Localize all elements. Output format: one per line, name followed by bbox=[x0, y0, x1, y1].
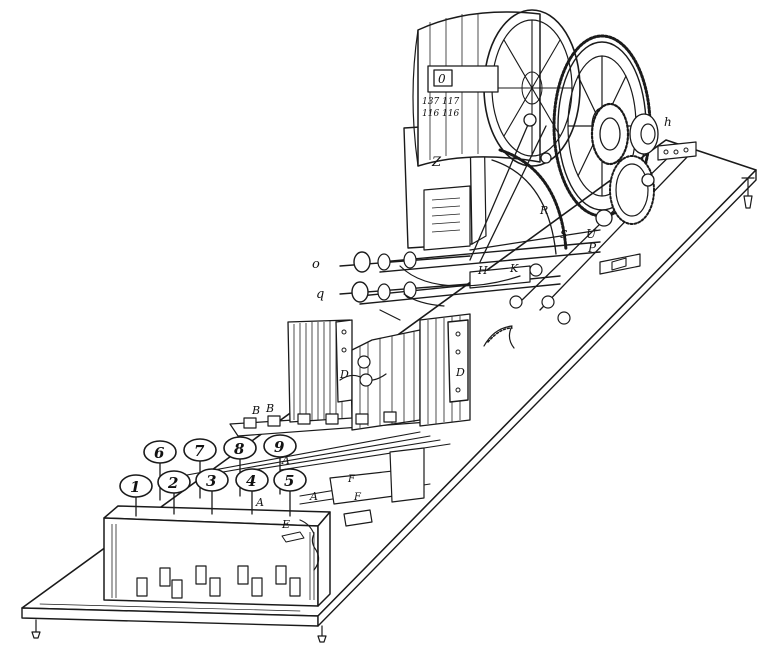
key-8-label: 8 bbox=[234, 440, 245, 458]
rear-frame bbox=[359, 115, 697, 311]
label-z: Z bbox=[431, 155, 442, 170]
label-p: P bbox=[587, 241, 597, 255]
key-6-label: 6 bbox=[154, 444, 165, 462]
key-9-label: 9 bbox=[274, 438, 285, 456]
label-h: h bbox=[664, 115, 672, 129]
key-6[interactable]: 6 bbox=[143, 440, 177, 464]
key-3[interactable]: 3 bbox=[195, 468, 229, 492]
label-a-2: A bbox=[309, 490, 318, 503]
drum-number-2: 116 116 bbox=[422, 109, 459, 119]
number-drum: 0 137 117 116 116 bbox=[412, 9, 581, 167]
key-1-label: 1 bbox=[130, 478, 140, 496]
vertical-racks bbox=[287, 313, 471, 431]
label-d-2: D bbox=[455, 366, 465, 379]
key-8[interactable]: 8 bbox=[223, 436, 257, 460]
label-b-1: B bbox=[251, 404, 260, 417]
key-2[interactable]: 2 bbox=[157, 470, 191, 494]
label-o: o bbox=[312, 257, 320, 272]
ratchet-sector bbox=[469, 113, 601, 349]
keys: 1 2 3 4 5 6 7 8 bbox=[119, 434, 307, 498]
label-h-upper: H bbox=[477, 264, 488, 277]
label-r: R bbox=[539, 204, 548, 217]
shafts bbox=[339, 251, 571, 325]
label-a-1: A bbox=[255, 496, 264, 509]
label-k: K bbox=[509, 262, 519, 275]
label-s: S bbox=[560, 228, 568, 241]
label-f-1: F bbox=[347, 474, 356, 485]
key-4[interactable]: 4 bbox=[235, 468, 269, 492]
small-gears bbox=[590, 102, 659, 227]
key-4-label: 4 bbox=[246, 472, 256, 490]
drum-number-1: 137 117 bbox=[422, 97, 459, 107]
key-1[interactable]: 1 bbox=[119, 474, 153, 498]
label-e: E bbox=[281, 518, 290, 531]
label-f-2: F bbox=[353, 492, 362, 503]
key-9[interactable]: 9 bbox=[263, 434, 297, 458]
label-u: U bbox=[586, 227, 597, 241]
feet bbox=[31, 177, 755, 643]
letter-labels: A A A B B D D E F F Z o q h S U P H R K bbox=[251, 115, 672, 531]
key-3-label: 3 bbox=[206, 472, 216, 490]
key-5[interactable]: 5 bbox=[273, 468, 307, 492]
key-2-label: 2 bbox=[167, 474, 178, 492]
label-b-2: B bbox=[265, 402, 274, 415]
front-key-box bbox=[103, 505, 331, 607]
drum-window-digit: 0 bbox=[438, 72, 446, 86]
label-q: q bbox=[316, 287, 324, 302]
label-a-3: A bbox=[281, 454, 290, 467]
label-d-1: D bbox=[339, 368, 349, 381]
key-7[interactable]: 7 bbox=[183, 438, 217, 462]
key-7-label: 7 bbox=[194, 442, 205, 460]
key-5-label: 5 bbox=[284, 472, 294, 490]
rod-ends bbox=[243, 411, 397, 429]
